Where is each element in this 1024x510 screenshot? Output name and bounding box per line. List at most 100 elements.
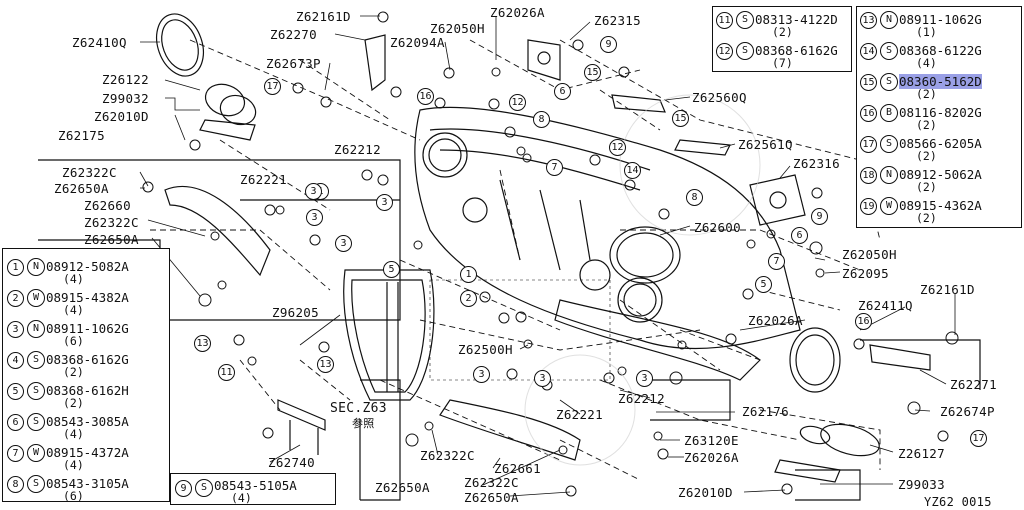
part-label[interactable]: Z62322C (62, 165, 117, 180)
part-label[interactable]: Z62500H (458, 342, 513, 357)
legend-part-number[interactable]: 08543-5105A (214, 478, 297, 493)
legend-part-number[interactable]: 08915-4362A (899, 198, 982, 213)
part-label[interactable]: Z62560Q (692, 90, 747, 105)
legend-qty: (1) (916, 25, 937, 39)
part-label[interactable]: Z62650A (84, 232, 139, 247)
legend-part-number[interactable]: 08912-5082A (46, 259, 129, 274)
part-label[interactable]: Z62650A (464, 490, 519, 505)
part-label[interactable]: Z62661 (494, 461, 541, 476)
legend-symbol: S (27, 413, 45, 431)
part-label[interactable]: Z62660 (84, 198, 131, 213)
legend-part-number[interactable]: 08915-4372A (46, 445, 129, 460)
legend-symbol: S (880, 135, 898, 153)
part-label[interactable]: Z62316 (793, 156, 840, 171)
legend-number: 14 (860, 43, 877, 60)
legend-part-number[interactable]: 08313-4122D (755, 12, 838, 27)
callout-marker: 9 (600, 36, 617, 53)
part-label[interactable]: Z62212 (618, 391, 665, 406)
legend-qty: (4) (63, 272, 84, 286)
part-label[interactable]: Z99032 (102, 91, 149, 106)
part-label[interactable]: Z62095 (842, 266, 889, 281)
part-label[interactable]: Z62176 (742, 404, 789, 419)
part-label[interactable]: Z96205 (272, 305, 319, 320)
legend-part-number[interactable]: 08116-8202G (899, 105, 982, 120)
legend-number: 19 (860, 198, 877, 215)
part-label[interactable]: Z62650A (54, 181, 109, 196)
part-label[interactable]: Z62322C (420, 448, 475, 463)
part-label[interactable]: Z62674P (940, 404, 995, 419)
section-reference[interactable]: SEC.Z63 (330, 401, 387, 416)
part-label[interactable]: Z62161D (296, 9, 351, 24)
callout-marker: 8 (533, 111, 550, 128)
part-label[interactable]: Z62050H (842, 247, 897, 262)
part-label[interactable]: Z62271 (950, 377, 997, 392)
part-label[interactable]: Z63120E (684, 433, 739, 448)
legend-symbol: N (880, 11, 898, 29)
part-label[interactable]: Z62221 (240, 172, 287, 187)
legend-part-number[interactable]: 08543-3085A (46, 414, 129, 429)
part-label[interactable]: Z62175 (58, 128, 105, 143)
legend-part-number[interactable]: 08543-3105A (46, 476, 129, 491)
part-label[interactable]: Z62212 (334, 142, 381, 157)
part-label[interactable]: Z62221 (556, 407, 603, 422)
part-label[interactable]: Z99033 (898, 477, 945, 492)
part-label[interactable]: Z62161D (920, 282, 975, 297)
part-label[interactable]: Z62650A (375, 480, 430, 495)
legend-part-number[interactable]: 08368-6162H (46, 383, 129, 398)
legend-part-number[interactable]: 08368-6162G (755, 43, 838, 58)
part-label[interactable]: Z62322C (84, 215, 139, 230)
part-label[interactable]: Z26127 (898, 446, 945, 461)
legend-part-number[interactable]: 08911-1062G (46, 321, 129, 336)
part-label[interactable]: Z62026A (684, 450, 739, 465)
callout-marker: 1 (460, 266, 477, 283)
part-label[interactable]: Z62673P (266, 56, 321, 71)
legend-part-number[interactable]: 08368-6122G (899, 43, 982, 58)
part-label[interactable]: Z62094A (390, 35, 445, 50)
part-label[interactable]: Z62411Q (858, 298, 913, 313)
legend-part-number[interactable]: 08566-6205A (899, 136, 982, 151)
part-label[interactable]: Z62026A (490, 5, 545, 20)
callout-marker: 2 (460, 290, 477, 307)
callout-marker: 3 (305, 183, 322, 200)
legend-part-number[interactable]: 08368-6162G (46, 352, 129, 367)
part-label[interactable]: Z26122 (102, 72, 149, 87)
part-label[interactable]: Z62322C (464, 475, 519, 490)
part-label[interactable]: Z62315 (594, 13, 641, 28)
part-label[interactable]: Z62740 (268, 455, 315, 470)
part-label[interactable]: Z62600 (694, 220, 741, 235)
part-label[interactable]: Z62010D (678, 485, 733, 500)
callout-marker: 17 (264, 78, 281, 95)
legend-part-number[interactable]: 08911-1062G (899, 12, 982, 27)
part-label[interactable]: Z62270 (270, 27, 317, 42)
legend-part-number[interactable]: 08915-4382A (46, 290, 129, 305)
part-label[interactable]: Z62010D (94, 109, 149, 124)
part-label[interactable]: Z62026A (748, 313, 803, 328)
part-label[interactable]: Z62561Q (738, 137, 793, 152)
callout-marker: 12 (609, 139, 626, 156)
part-label[interactable]: Z62410Q (72, 35, 127, 50)
legend-number: 12 (716, 43, 733, 60)
part-label[interactable]: Z62050H (430, 21, 485, 36)
legend-part-number[interactable]: 08912-5062A (899, 167, 982, 182)
callout-marker: 13 (317, 356, 334, 373)
legend-part-number[interactable]: 08360-5162D (899, 74, 982, 89)
